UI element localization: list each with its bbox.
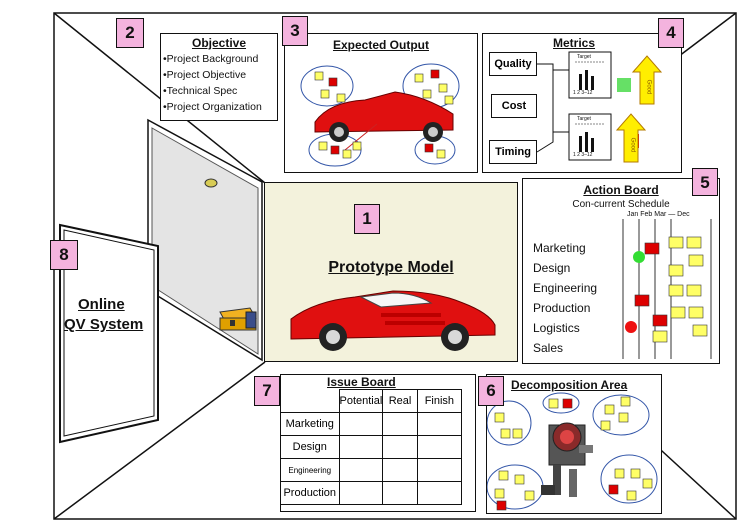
action-row-label: Marketing bbox=[533, 241, 586, 255]
action-board-title: Action Board bbox=[583, 183, 659, 197]
sports-car-image bbox=[290, 290, 496, 351]
issue-row-label: Engineering bbox=[280, 458, 340, 482]
door-knob-icon bbox=[204, 178, 218, 188]
mini-chart-caption: Target bbox=[577, 116, 591, 122]
projector-icon bbox=[219, 307, 257, 331]
up-arrow-icon bbox=[631, 55, 663, 105]
action-board-subtitle: Con-current Schedule bbox=[572, 199, 670, 210]
section-number-7: 7 bbox=[254, 376, 280, 406]
metric-cost: Cost bbox=[491, 94, 537, 118]
metric-quality: Quality bbox=[489, 52, 537, 76]
action-board-months: Jan Feb Mar — Dec bbox=[627, 211, 690, 218]
issue-board-panel: Issue Board Potential Real Finish Market… bbox=[280, 374, 476, 512]
issue-col-header: Potential bbox=[338, 389, 384, 413]
arrow-label: Good bbox=[645, 79, 652, 95]
objective-item: •Project Organization bbox=[163, 101, 262, 113]
up-arrow-icon bbox=[615, 113, 647, 163]
expected-output-illustration bbox=[300, 63, 460, 167]
metric-timing: Timing bbox=[489, 140, 537, 164]
mini-chart-icon bbox=[568, 51, 612, 99]
action-board-panel: Action Board Con-current Schedule Jan Fe… bbox=[522, 178, 720, 364]
exploded-engine-image bbox=[541, 422, 593, 497]
mini-chart-axis: 1 2 3–12 bbox=[573, 90, 593, 96]
issue-board-table: Potential Real Finish Marketing Design E… bbox=[280, 389, 463, 505]
action-row-label: Engineering bbox=[533, 281, 598, 295]
expected-output-panel: Expected Output bbox=[284, 33, 478, 173]
expected-output-title: Expected Output bbox=[332, 38, 429, 52]
prototype-model-panel: Prototype Model bbox=[264, 182, 518, 362]
status-green-icon bbox=[617, 78, 631, 92]
action-row-label: Sales bbox=[533, 341, 564, 355]
decomposition-panel: Decomposition Area bbox=[486, 374, 662, 514]
prototype-title: Prototype Model bbox=[328, 259, 454, 276]
section-number-4: 4 bbox=[658, 18, 684, 48]
section-number-8: 8 bbox=[50, 240, 78, 270]
arrow-label: Good bbox=[629, 137, 636, 153]
section-number-1: 1 bbox=[354, 204, 380, 234]
decomposition-illustration bbox=[487, 392, 658, 511]
action-row-label: Logistics bbox=[533, 321, 580, 335]
online-label: Online bbox=[78, 296, 125, 313]
metrics-panel: Metrics Quality Cost Timing bbox=[482, 33, 682, 173]
mini-chart-caption: Target bbox=[577, 54, 591, 60]
section-number-3: 3 bbox=[282, 16, 308, 46]
action-row-label: Design bbox=[533, 261, 571, 275]
metrics-title: Metrics bbox=[553, 36, 596, 50]
issue-row-label: Production bbox=[280, 481, 340, 505]
objective-title: Objective bbox=[191, 36, 247, 50]
objective-panel: Objective •Project Background •Project O… bbox=[160, 33, 278, 121]
issue-row-label: Design bbox=[280, 435, 340, 459]
decomposition-title: Decomposition Area bbox=[511, 378, 628, 392]
issue-board-title: Issue Board bbox=[327, 375, 396, 389]
section-number-6: 6 bbox=[478, 376, 504, 406]
objective-item: •Project Background bbox=[163, 53, 259, 65]
objective-item: •Technical Spec bbox=[163, 85, 238, 97]
mini-chart-icon bbox=[568, 113, 612, 161]
metrics-connectors bbox=[536, 51, 663, 163]
mini-chart-axis: 1 2 3–12 bbox=[573, 152, 593, 158]
section-number-2: 2 bbox=[116, 18, 144, 48]
issue-col-header: Finish bbox=[416, 389, 463, 413]
objective-item: •Project Objective bbox=[163, 69, 247, 81]
section-number-5: 5 bbox=[692, 168, 718, 196]
qv-system-label: QV System bbox=[64, 316, 144, 333]
action-board-schedule bbox=[622, 219, 712, 359]
issue-col-header: Real bbox=[382, 389, 418, 413]
issue-row-label: Marketing bbox=[280, 412, 340, 436]
action-row-label: Production bbox=[533, 301, 591, 315]
